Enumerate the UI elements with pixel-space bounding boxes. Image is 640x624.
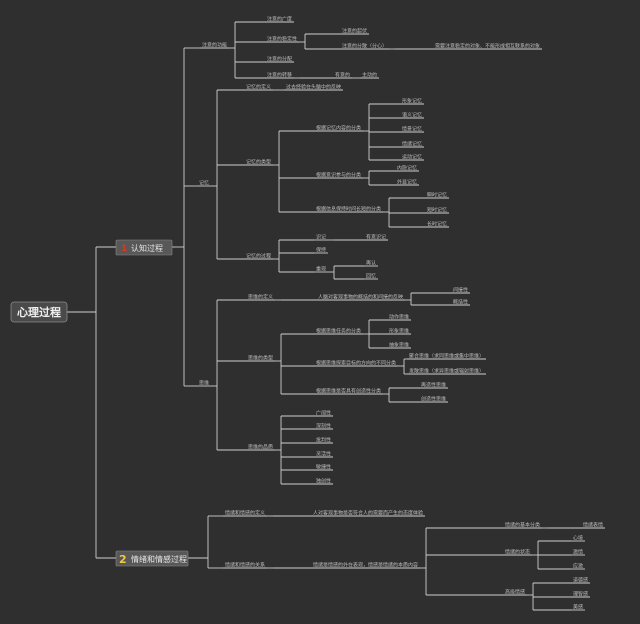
node-mco-2[interactable]: 外显记忆 (397, 179, 417, 186)
node-tq-2[interactable]: 深刻性 (316, 423, 331, 430)
node-tt-3[interactable]: 根据思维是否具有创造性分类 (316, 388, 381, 395)
node-mt-2[interactable]: 短时记忆 (427, 207, 447, 214)
node-mt-1[interactable]: 瞬时记忆 (427, 192, 447, 199)
node-tt-3b[interactable]: 创造性思维 (421, 396, 446, 403)
branch-label: 认知过程 (131, 243, 163, 253)
node-mc-5[interactable]: 运动记忆 (402, 154, 422, 161)
branch-label: 情绪和情感过程 (131, 554, 187, 564)
node-mp-2[interactable]: 保持 (316, 247, 326, 254)
node-emo-def-text[interactable]: 人对客观事物是否符合人的需要而产生的态度体验 (313, 510, 423, 517)
node-mem-def[interactable]: 记忆的定义 (246, 84, 271, 91)
node-es-2[interactable]: 激情 (573, 549, 583, 556)
node-att-1[interactable]: 注意的广度 (267, 16, 292, 23)
node-mc-1[interactable]: 形象记忆 (402, 98, 422, 105)
node-emo-def[interactable]: 情绪和情感的定义 (225, 510, 265, 517)
node-es-3[interactable]: 应激 (573, 563, 583, 570)
node-tt-1c[interactable]: 抽象思维 (389, 342, 409, 349)
node-emo-higher[interactable]: 高级情感 (505, 589, 525, 596)
node-tt-2a[interactable]: 聚合思维（求同思维或集中思维） (409, 353, 484, 360)
node-eh-3[interactable]: 美感 (573, 604, 583, 611)
node-tq-1[interactable]: 广阔性 (316, 410, 331, 417)
root-node[interactable]: 心理过程 (10, 301, 68, 323)
node-tq-4[interactable]: 灵活性 (316, 451, 331, 458)
node-emo-basic-a[interactable]: 情绪表情 (583, 522, 603, 529)
node-emo-state[interactable]: 情绪的状态 (505, 549, 530, 556)
branch-emotion[interactable]: 2 情绪和情感过程 (115, 550, 189, 567)
node-emo-basic[interactable]: 情绪的基本分类 (505, 522, 540, 529)
connectors (67, 21, 606, 611)
node-mp-3a[interactable]: 再认 (366, 260, 376, 267)
node-mt-3[interactable]: 长时记忆 (427, 221, 447, 228)
node-th-def-a[interactable]: 间接性 (453, 287, 468, 294)
node-mem-content[interactable]: 根据记忆内容的分类 (316, 125, 361, 132)
branch-number-badge: 1 (121, 244, 127, 254)
node-att-3[interactable]: 注意的分配 (267, 56, 292, 63)
node-th-def-text[interactable]: 人脑对客观事物的概括的和间接的反映 (318, 294, 403, 301)
node-tq-5[interactable]: 敏捷性 (316, 464, 331, 471)
node-mc-4[interactable]: 情绪记忆 (402, 141, 422, 148)
node-att-4b[interactable]: 主动的 (362, 72, 377, 79)
node-mco-1[interactable]: 内隐记忆 (397, 165, 417, 172)
node-mem-process[interactable]: 记忆的过程 (246, 253, 271, 260)
node-mem-def-text[interactable]: 过去经验在头脑中的反映 (286, 84, 341, 91)
node-att-2[interactable]: 注意的稳定性 (267, 36, 297, 43)
node-mem-types[interactable]: 记忆的类型 (246, 159, 271, 166)
node-th-quality[interactable]: 思维的品质 (248, 444, 273, 451)
node-mp-1a[interactable]: 有意识记 (366, 234, 386, 241)
node-tt-1a[interactable]: 动作思维 (389, 314, 409, 321)
root-label: 心理过程 (17, 305, 61, 319)
node-emo-rel[interactable]: 情绪和情感的关系 (225, 562, 265, 569)
node-att-2a[interactable]: 注意的起伏 (342, 28, 367, 35)
node-tt-3a[interactable]: 再造性思维 (421, 382, 446, 389)
node-att-2b[interactable]: 注意的分散（分心） (342, 43, 387, 50)
branch-cognition[interactable]: 1 认知过程 (115, 239, 173, 256)
node-thinking[interactable]: 思维 (199, 380, 209, 387)
node-mem-conscious[interactable]: 根据意识参与的分类 (316, 172, 361, 179)
node-mp-3b[interactable]: 回忆 (366, 273, 376, 280)
node-tt-2[interactable]: 根据思维探索目标的方向的不同分类 (316, 360, 396, 367)
node-mem-time[interactable]: 根据信息保持时间长短的分类 (316, 206, 381, 213)
node-tt-1b[interactable]: 形象思维 (389, 328, 409, 335)
node-att-2b-note[interactable]: 需要注意稳定的对象、不能形成相互联系的对象 (435, 43, 540, 50)
branch-number-badge: 2 (119, 553, 127, 566)
node-att-4a[interactable]: 有意的 (335, 72, 350, 79)
node-mc-2[interactable]: 语义记忆 (402, 112, 422, 119)
node-tt-1[interactable]: 根据思维任务的分类 (316, 328, 361, 335)
node-tq-6[interactable]: 独创性 (316, 478, 331, 485)
node-emo-rel-text[interactable]: 情绪是情感的外在表现，情感是情绪的本质内容 (313, 562, 418, 569)
node-eh-2[interactable]: 理智感 (573, 591, 588, 598)
node-th-types[interactable]: 思维的类型 (248, 355, 273, 362)
node-es-1[interactable]: 心境 (573, 535, 583, 542)
node-tq-3[interactable]: 批判性 (316, 437, 331, 444)
node-th-def-b[interactable]: 概括性 (453, 299, 468, 306)
node-mp-3[interactable]: 重现 (316, 266, 326, 273)
node-memory[interactable]: 记忆 (199, 180, 209, 187)
node-eh-1[interactable]: 道德感 (573, 577, 588, 584)
node-attention[interactable]: 注意的功能 (202, 42, 227, 49)
node-tt-2b[interactable]: 发散思维（求异思维或辐射思维） (409, 368, 484, 375)
node-att-4[interactable]: 注意的转移 (267, 72, 292, 79)
node-mc-3[interactable]: 情景记忆 (402, 126, 422, 133)
node-th-def[interactable]: 思维的定义 (248, 294, 273, 301)
node-mp-1[interactable]: 识记 (316, 234, 326, 241)
